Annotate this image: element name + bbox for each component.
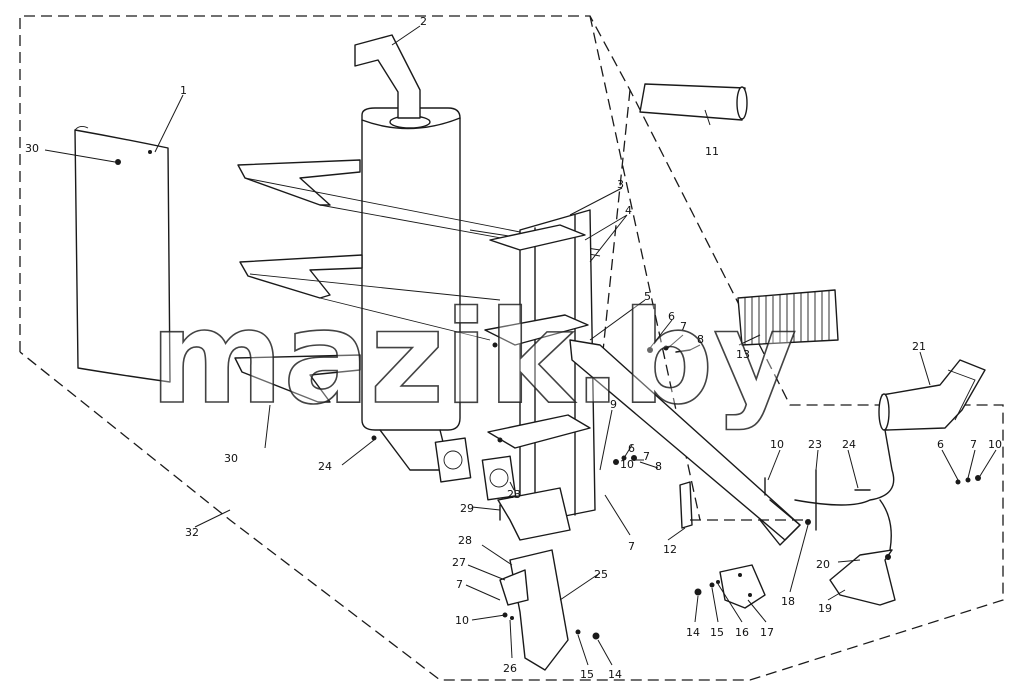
exhaust-pipe-outlet — [354, 34, 421, 119]
muffler — [361, 107, 461, 471]
callout-6: 6 — [668, 310, 675, 323]
callout-7c: 7 — [628, 540, 635, 553]
callout-8b: 8 — [655, 460, 662, 473]
callout-7: 7 — [680, 320, 687, 333]
callout-3: 3 — [617, 178, 624, 191]
callout-2: 2 — [420, 15, 427, 28]
hose-line — [690, 429, 895, 551]
callout-15: 15 — [580, 668, 594, 681]
clamp-straps — [234, 159, 363, 403]
callout-4: 4 — [625, 204, 632, 217]
callout-12: 12 — [663, 543, 677, 556]
callout-11: 11 — [705, 145, 719, 158]
callout-32: 32 — [185, 526, 199, 539]
callout-7d: 7 — [456, 578, 463, 591]
callout-6c: 6 — [937, 438, 944, 451]
callout-20: 20 — [816, 558, 830, 571]
callout-16: 16 — [735, 626, 749, 639]
elbow-pipe — [878, 359, 986, 431]
flanges — [434, 437, 517, 501]
callout-10b: 10 — [455, 614, 469, 627]
watermark: mazik.by — [150, 284, 797, 433]
corrugated-hose — [737, 289, 839, 346]
callout-25: 26 — [503, 662, 517, 675]
fasteners — [371, 345, 981, 640]
callout-21: 21 — [912, 340, 926, 353]
heat-shield — [74, 125, 171, 383]
callout-7b: 7 — [643, 450, 650, 463]
callout-29: 30 — [224, 452, 238, 465]
callout-13: 13 — [736, 348, 750, 361]
callout-23: 24 — [318, 460, 332, 473]
callout-1: 1 — [180, 84, 187, 97]
callout-14: 14 — [608, 668, 622, 681]
mounting-frame — [484, 209, 596, 541]
callout-8: 8 — [697, 333, 704, 346]
callouts: 1 2 3 4 5 6 7 8 11 13 9 6 7 8 10 7 12 30… — [25, 15, 1002, 681]
callout-15b: 15 — [710, 626, 724, 639]
callout-22b: 23 — [808, 438, 822, 451]
callout-6b: 6 — [628, 442, 635, 455]
callout-18: 18 — [781, 595, 795, 608]
callout-10d: 10 — [988, 438, 1002, 451]
callout-19: 19 — [818, 602, 832, 615]
callout-17: 17 — [760, 626, 774, 639]
callout-23b: 24 — [842, 438, 856, 451]
callout-24: 25 — [594, 568, 608, 581]
callout-10: 10 — [620, 458, 634, 471]
leader-lines — [44, 25, 997, 666]
callout-5: 5 — [644, 290, 651, 303]
brackets — [499, 481, 896, 671]
callout-10c: 10 — [770, 438, 784, 451]
callout-30: 30 — [25, 142, 39, 155]
callout-22: 23 — [507, 488, 521, 501]
exhaust-pipe — [569, 339, 801, 546]
callout-26: 27 — [452, 556, 466, 569]
callout-14b: 14 — [686, 626, 700, 639]
callout-9: 9 — [610, 398, 617, 411]
callout-7e: 7 — [970, 438, 977, 451]
callout-28: 29 — [460, 502, 474, 515]
callout-27: 28 — [458, 534, 472, 547]
air-intake-tube — [639, 83, 748, 121]
